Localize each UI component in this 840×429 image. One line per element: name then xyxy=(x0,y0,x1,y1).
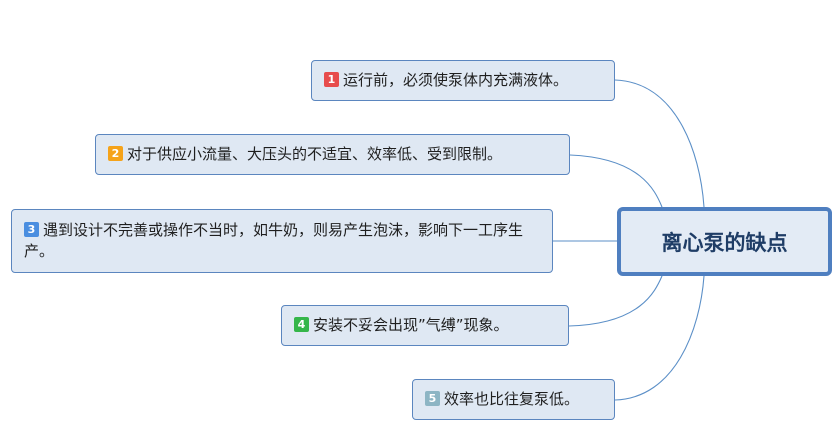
branch-label-3: 遇到设计不完善或操作不当时，如牛奶，则易产生泡沫，影响下一工序生产。 xyxy=(24,221,524,260)
branch-text-2: 2 对于供应小流量、大压头的不适宜、效率低、受到限制。 xyxy=(108,144,502,165)
central-topic[interactable]: 离心泵的缺点 xyxy=(617,207,832,276)
branch-node-1[interactable]: 1 运行前，必须使泵体内充满液体。 xyxy=(311,60,615,101)
branch-label-1: 运行前，必须使泵体内充满液体。 xyxy=(343,71,569,89)
connector-5 xyxy=(614,275,705,401)
priority-5-icon: 5 xyxy=(425,391,440,406)
priority-4-icon: 4 xyxy=(294,317,309,332)
branch-label-4: 安装不妥会出现”气缚”现象。 xyxy=(313,316,509,334)
priority-3-icon: 3 xyxy=(24,222,39,237)
central-topic-label: 离心泵的缺点 xyxy=(661,230,788,255)
branch-node-4[interactable]: 4 安装不妥会出现”气缚”现象。 xyxy=(281,305,569,346)
branch-text-5: 5 效率也比往复泵低。 xyxy=(425,389,579,410)
branch-text-4: 4 安装不妥会出现”气缚”现象。 xyxy=(294,315,509,336)
branch-label-2: 对于供应小流量、大压头的不适宜、效率低、受到限制。 xyxy=(127,145,503,163)
branch-text-1: 1 运行前，必须使泵体内充满液体。 xyxy=(324,70,568,91)
priority-2-icon: 2 xyxy=(108,146,123,161)
connector-2 xyxy=(569,154,663,208)
connector-4 xyxy=(568,275,663,327)
branch-node-5[interactable]: 5 效率也比往复泵低。 xyxy=(412,379,615,420)
connector-1 xyxy=(614,79,705,208)
branch-label-5: 效率也比往复泵低。 xyxy=(444,390,580,408)
branch-node-2[interactable]: 2 对于供应小流量、大压头的不适宜、效率低、受到限制。 xyxy=(95,134,570,175)
priority-1-icon: 1 xyxy=(324,72,339,87)
